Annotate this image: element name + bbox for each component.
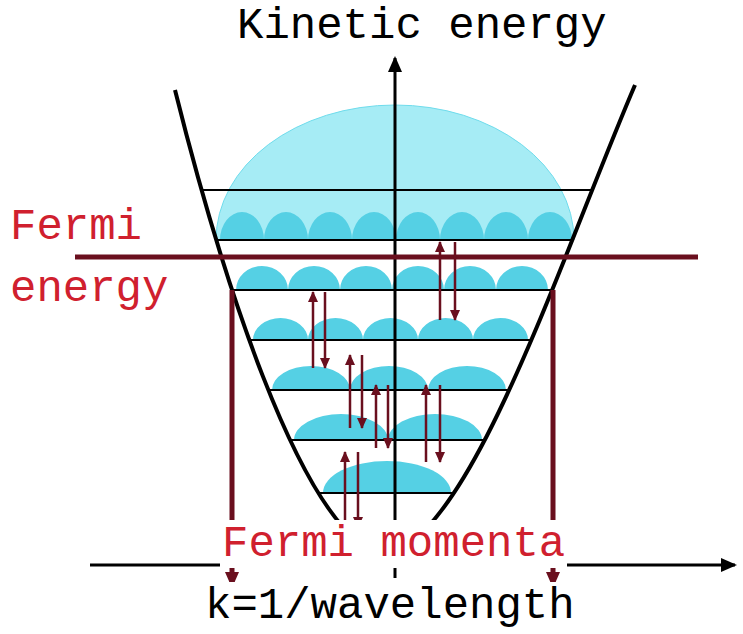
dispersion-parabola bbox=[175, 85, 635, 555]
transition-arrow bbox=[344, 452, 347, 527]
momentum-label: Fermi momenta bbox=[220, 520, 567, 568]
axis-label: k=1/wavelength bbox=[203, 582, 577, 630]
energy-level bbox=[232, 289, 552, 291]
transition-arrow bbox=[454, 242, 457, 320]
transition-arrow bbox=[387, 385, 390, 448]
energy-axis bbox=[394, 58, 397, 578]
transition-arrow bbox=[357, 452, 360, 527]
level-label: Fermi energy bbox=[8, 196, 192, 320]
transition-arrow bbox=[439, 385, 442, 462]
energy-level bbox=[202, 189, 592, 191]
transition-arrow bbox=[375, 385, 378, 448]
level-group bbox=[202, 190, 592, 493]
energy-level bbox=[319, 492, 453, 494]
wave-shape bbox=[236, 266, 548, 290]
transition-arrow bbox=[312, 292, 315, 368]
transition-arrow bbox=[439, 242, 442, 320]
transition-arrow bbox=[425, 385, 428, 462]
transition-arrow bbox=[324, 292, 327, 368]
wave-shape bbox=[323, 461, 451, 493]
transition-arrow bbox=[361, 355, 364, 428]
transition-group bbox=[313, 242, 455, 527]
axis-title: Kinetic energy bbox=[235, 2, 609, 50]
fermi-level-line bbox=[75, 255, 698, 260]
wave-shape bbox=[253, 318, 528, 340]
energy-level bbox=[249, 339, 531, 341]
transition-arrow bbox=[349, 355, 352, 428]
